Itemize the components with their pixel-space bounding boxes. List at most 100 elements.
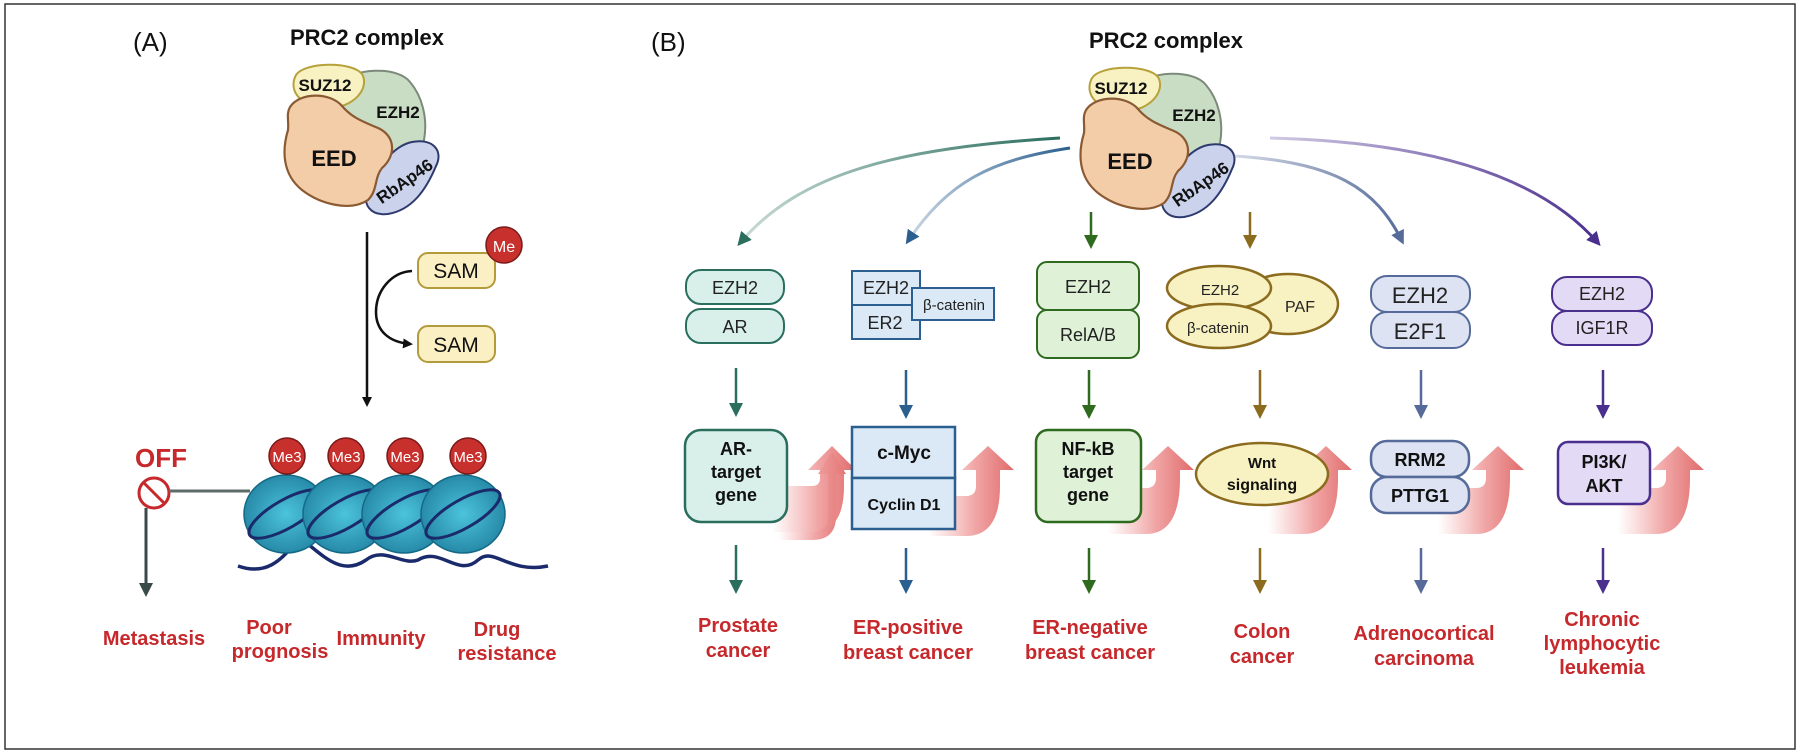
partner-label: ER2 [867,313,902,333]
me3-mark-3: Me3 [386,437,424,475]
target-label: AR- [720,439,752,459]
partner-label: IGF1R [1575,318,1628,338]
cancer-label: carcinoma [1374,648,1475,670]
outcome-poor-line1: Poor [246,617,292,639]
prc2-complex-a: SUZ12 EZH2 EED RbAp46 [283,63,440,216]
methyl-group-icon [485,226,523,264]
eed-subunit [1079,97,1190,210]
panel-a-label: (A) [133,27,168,57]
cancer-label: Prostate [698,615,778,637]
target-label: c-Myc [877,443,931,464]
target-box [850,425,957,480]
pathway-prostate: EZH2 AR AR- target gene Prostate cancer [683,269,856,662]
partner-label: E2F1 [1394,319,1447,344]
panel-a-title: PRC2 complex [290,25,445,50]
target-label: gene [715,485,757,505]
eed-label: EED [1107,149,1152,174]
eed-subunit [283,94,394,207]
partner-complex: EZH2 E2F1 [1370,275,1471,349]
upregulation-arrow-icon [1618,446,1704,534]
cancer-label: ER-positive [853,617,963,639]
partner-label: PAF [1285,299,1315,316]
target-box [1034,428,1143,524]
pathway-er-negative: EZH2 RelA/B NF-kB target gene ER-negativ… [1025,261,1194,664]
target-label: Wnt [1248,455,1276,472]
partner-label: β-catenin [923,297,985,314]
target-box [1194,441,1330,507]
suz12-label: SUZ12 [1095,79,1148,98]
prohibited-slash [142,481,166,505]
outcome-drug-line1: Drug [474,619,521,641]
me3-mark-2: Me3 [327,437,365,475]
histone-core-icon [420,474,506,554]
target-label: NF-kB [1062,439,1115,459]
branch-arrow-prostate [737,136,1061,247]
sam-box-top [417,252,496,289]
cancer-label: cancer [1230,646,1295,668]
partner-label: EZH2 [712,278,758,298]
me3-label: Me3 [453,449,482,466]
outcome-metastasis: Metastasis [103,628,205,650]
sam-top-label: SAM [433,260,479,283]
partner-complex: EZH2 β-catenin PAF [1165,264,1340,350]
branch-arrow-cll [1269,136,1601,247]
me3-icon [327,437,365,475]
partner-label: EZH2 [1065,277,1111,297]
partner-label: EZH2 [1201,282,1239,299]
dna-wrap [424,488,502,540]
outcome-drug-line2: resistance [458,643,557,665]
partner-label: AR [722,317,747,337]
sam-bottom-label: SAM [433,334,479,357]
sam-transfer-arrow [374,269,413,349]
target-label: AKT [1586,476,1623,496]
sam-box-bottom [417,325,496,363]
target-box [850,476,957,531]
cancer-label: breast cancer [1025,642,1155,664]
target-label: RRM2 [1394,450,1445,470]
partner-complex: EZH2 AR [685,269,785,344]
target-box [683,428,789,524]
target-label: PI3K/ [1581,452,1626,472]
me-label: Me [493,239,515,256]
me3-icon [268,437,306,475]
figure-border [4,3,1796,750]
outcome-poor-line2: prognosis [232,641,329,663]
upregulation-arrow-icon [772,446,856,532]
outcome-immunity: Immunity [337,628,427,650]
off-label: OFF [135,443,187,473]
cancer-label: Adrenocortical [1353,623,1494,645]
prc2-complex-b: SUZ12 EZH2 EED RbAp46 [1079,66,1236,219]
panel-b-label: (B) [651,27,686,57]
me3-icon [386,437,424,475]
nucleosome-4 [420,474,506,554]
suz12-label: SUZ12 [299,76,352,95]
pathway-er-positive: EZH2 ER2 β-catenin c-Myc Cyclin D1 ER-po… [843,270,1014,664]
me3-label: Me3 [390,449,419,466]
pathway-cll: EZH2 IGF1R PI3K/ AKT Chronic lymphocytic… [1544,276,1704,679]
target-box [1369,475,1471,515]
cancer-label: lymphocytic [1544,633,1661,655]
me3-label: Me3 [272,449,301,466]
cancer-label: leukemia [1559,657,1645,679]
panel-b: (B) PRC2 complex SUZ12 EZH2 EED RbAp46 E… [651,27,1704,679]
target-label: signaling [1227,477,1297,494]
ezh2-label: EZH2 [1172,106,1215,125]
me3-icon [449,437,487,475]
partner-complex: EZH2 ER2 β-catenin [851,270,995,340]
target-label: PTTG1 [1391,486,1449,506]
partner-complex: EZH2 IGF1R [1551,276,1653,346]
cancer-label: Colon [1234,621,1291,643]
target-label: Cyclin D1 [868,497,941,514]
cancer-label: breast cancer [843,642,973,664]
target-label: target [711,462,761,482]
me3-mark-1: Me3 [268,437,306,475]
pathway-adrenocortical: EZH2 E2F1 RRM2 PTTG1 Adrenocortical carc… [1353,275,1524,670]
target-label: gene [1067,485,1109,505]
cancer-label: Chronic [1564,609,1640,631]
branch-arrow-adrenocortical [1233,154,1404,245]
panel-b-title: PRC2 complex [1089,28,1244,53]
nucleosome-chain: Me3 Me3 Me3 Me3 [237,437,549,571]
partner-label: β-catenin [1187,320,1249,337]
panel-a: (A) PRC2 complex SUZ12 EZH2 EED RbAp46 S… [103,25,557,665]
